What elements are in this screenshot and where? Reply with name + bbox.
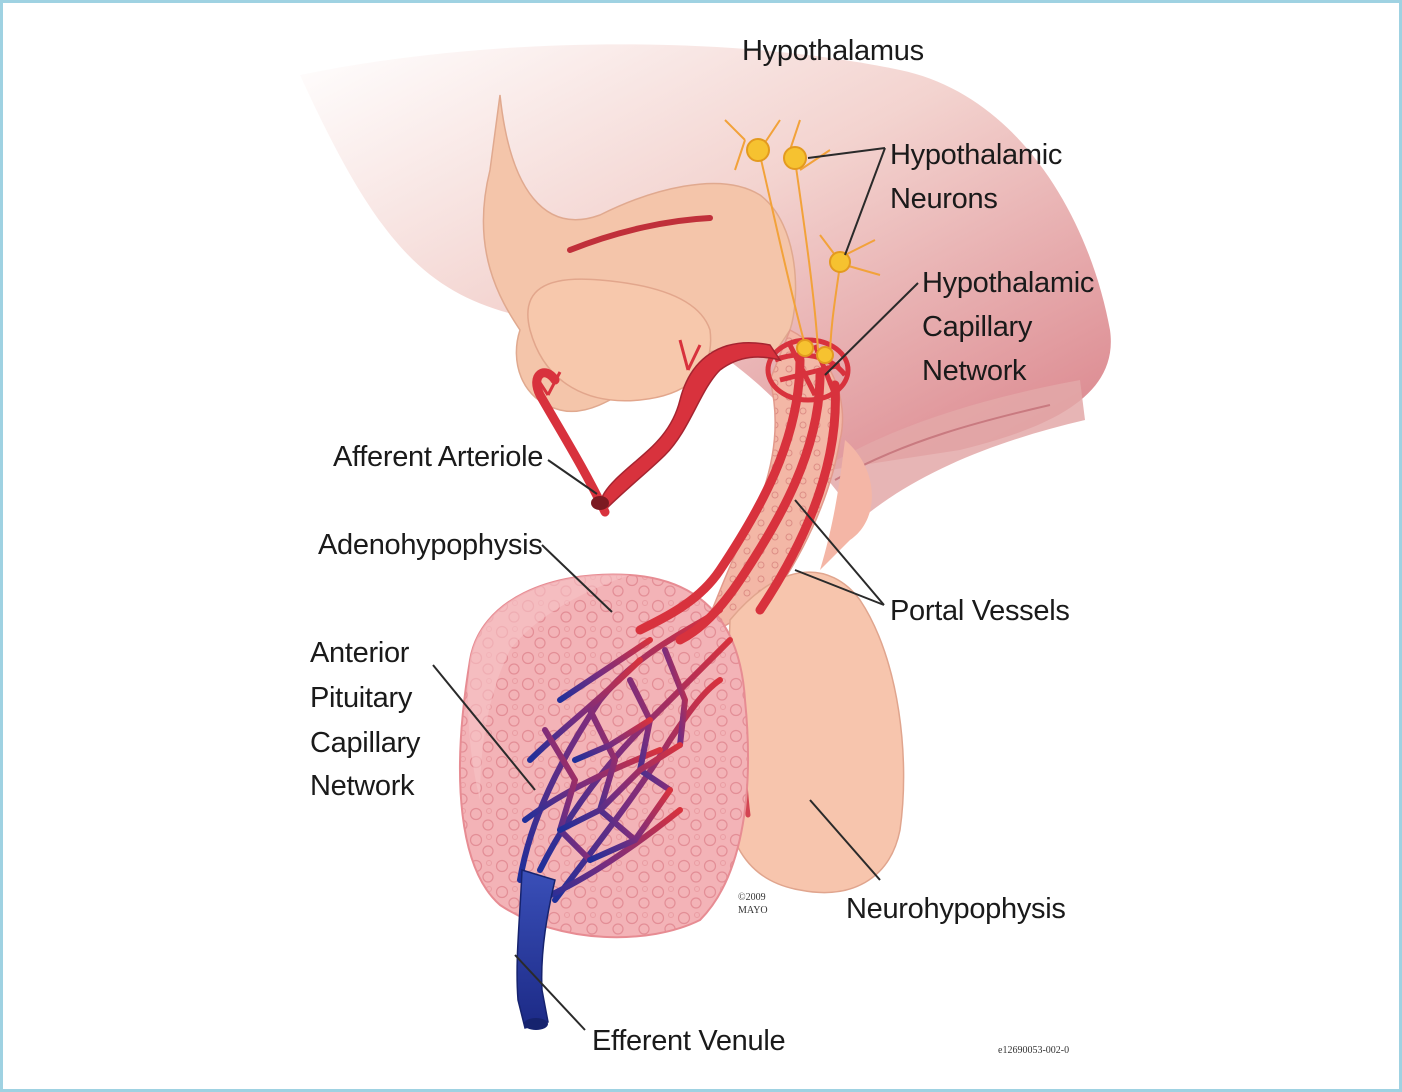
copyright-line-1: ©2009: [738, 892, 766, 903]
figure-code: e12690053-002-0: [998, 1045, 1069, 1056]
efferent-venule: [517, 870, 555, 1028]
label-neurohypophysis: Neurohypophysis: [846, 893, 1066, 925]
label-hypothalamic-neurons-2: Neurons: [890, 183, 998, 215]
label-anterior-pituitary-1: Anterior: [310, 637, 410, 669]
label-adenohypophysis: Adenohypophysis: [318, 529, 542, 561]
label-anterior-pituitary-3: Capillary: [310, 727, 421, 759]
label-hypothalamus: Hypothalamus: [742, 35, 924, 67]
label-portal-vessels: Portal Vessels: [890, 595, 1070, 627]
label-afferent-arteriole: Afferent Arteriole: [333, 441, 543, 473]
label-hypothalamic-capillary-2: Capillary: [922, 311, 1033, 343]
label-hypothalamic-neurons-1: Hypothalamic: [890, 139, 1062, 171]
label-hypothalamic-capillary-3: Network: [922, 355, 1027, 387]
label-hypothalamic-capillary-1: Hypothalamic: [922, 267, 1094, 299]
copyright-line-2: MAYO: [738, 905, 768, 916]
label-anterior-pituitary-2: Pituitary: [310, 682, 413, 714]
label-efferent-venule: Efferent Venule: [592, 1025, 785, 1057]
neurohypophysis-lobe: [724, 572, 903, 892]
label-anterior-pituitary-4: Network: [310, 770, 415, 802]
